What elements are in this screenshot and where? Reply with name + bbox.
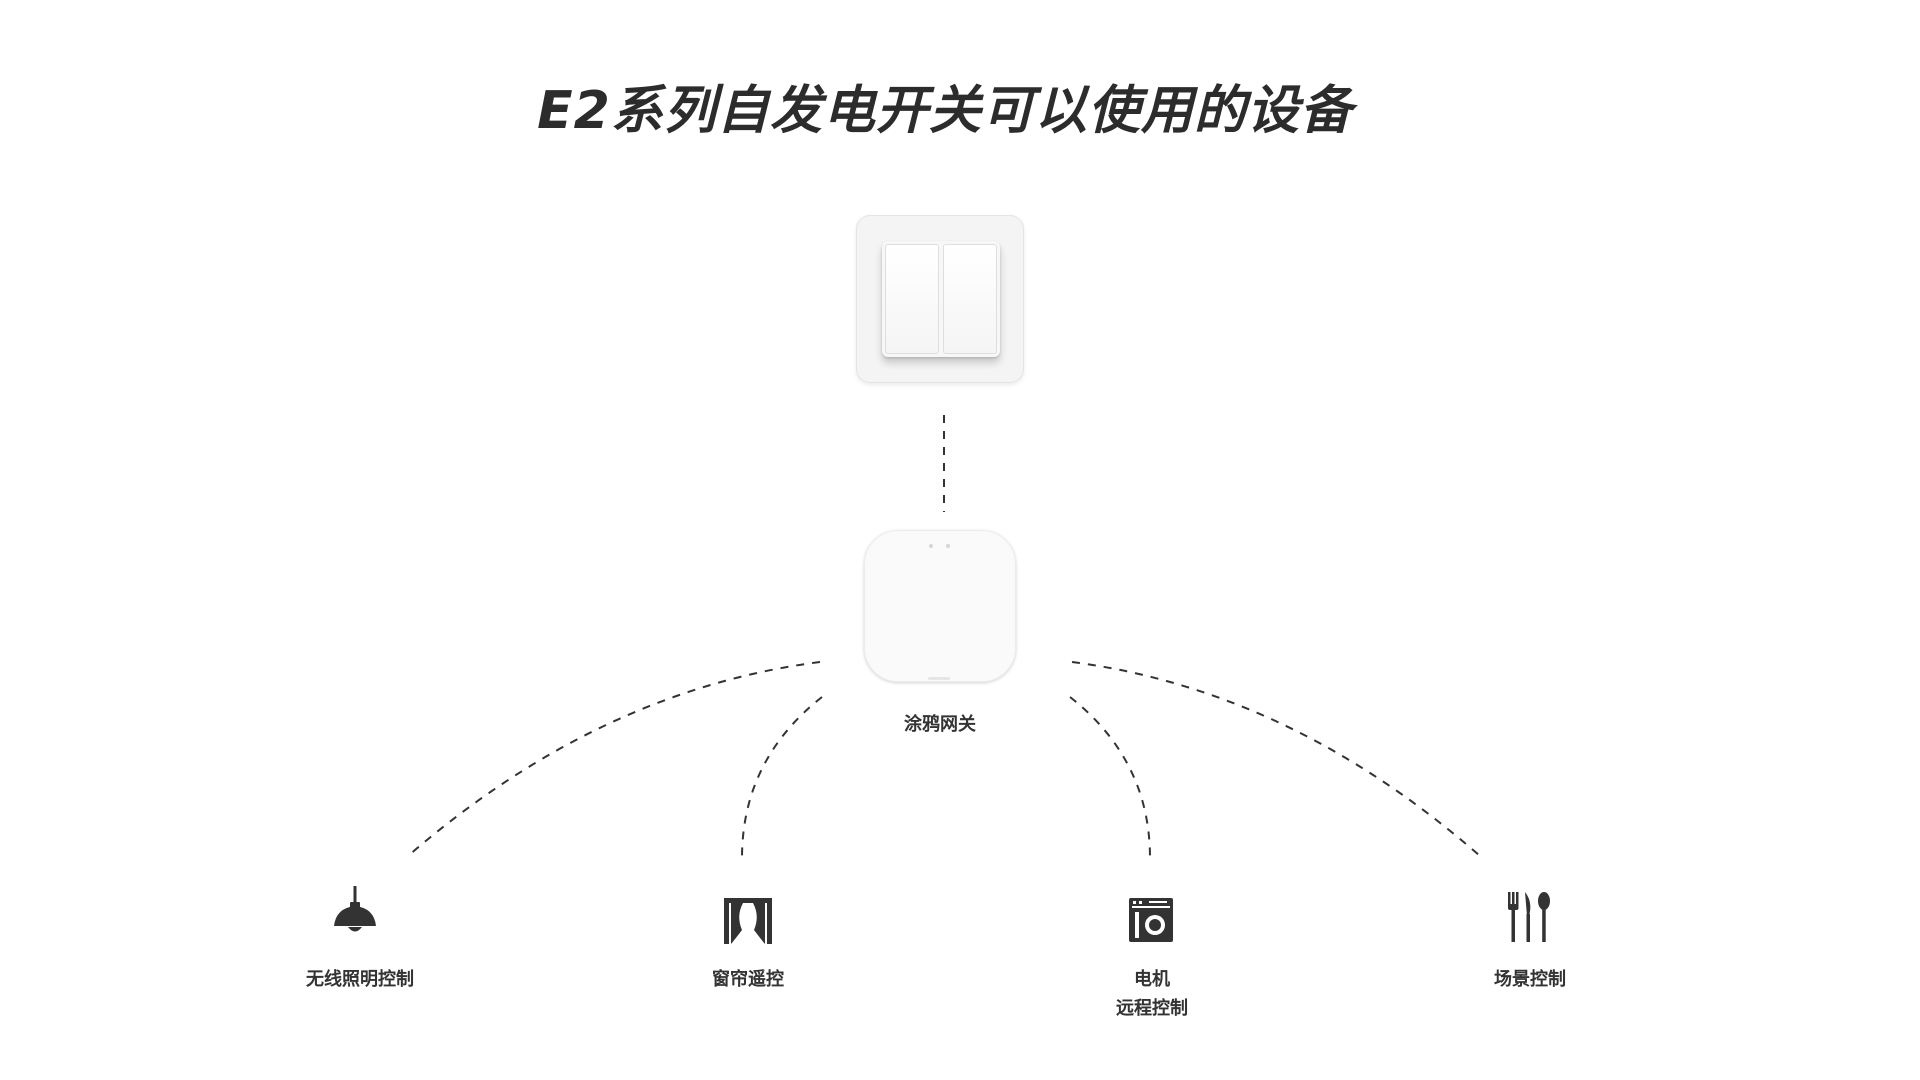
gateway-port [928,677,950,680]
switch-rocker-right [943,244,997,354]
self-powered-switch [856,215,1024,383]
device-label-scene: 场景控制 [1494,969,1566,990]
curtain-icon [724,898,772,944]
gateway-led [946,544,950,548]
page-title: E2系列自发电开关可以使用的设备 [537,81,1353,141]
device-label-motor-line1: 电机 [1134,969,1170,990]
washing-machine-icon [1129,898,1173,942]
switch-rocker-frame [882,241,1000,357]
pendant-lamp-icon [334,886,376,932]
tuya-gateway-device [864,530,1016,682]
device-label-lighting: 无线照明控制 [306,969,414,990]
device-label-curtain: 窗帘遥控 [712,969,784,990]
gateway-scene-link [1071,661,1481,857]
gateway-label: 涂鸦网关 [904,714,976,735]
cutlery-icon [1508,892,1550,942]
gateway-led [929,544,933,548]
gateway-lighting-link [407,661,821,857]
switch-rocker-left [885,244,939,354]
device-label-motor-line2: 远程控制 [1116,998,1188,1019]
gateway-curtain-link [741,696,823,859]
gateway-motor-link [1069,696,1151,859]
